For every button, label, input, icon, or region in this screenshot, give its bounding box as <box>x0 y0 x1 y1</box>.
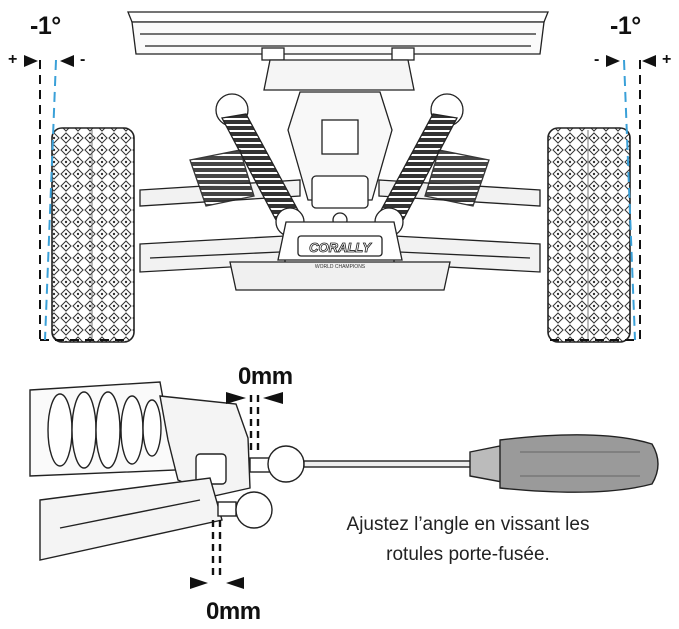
left-camber-minus: - <box>80 51 86 68</box>
top-gap-value: 0mm <box>238 363 293 390</box>
hub-closeup <box>29 381 659 561</box>
closeup-shock <box>29 381 177 477</box>
wing-mount <box>263 59 415 91</box>
rear-wing <box>127 11 549 61</box>
left-camber-guide <box>24 55 130 341</box>
screwdriver-handle <box>499 434 659 493</box>
left-camber-plus: + <box>8 51 18 68</box>
center-bulkhead <box>287 91 393 228</box>
top-gap-arrow-left-icon <box>263 392 283 404</box>
lower-arm <box>39 477 223 561</box>
buggy-front-view <box>127 11 549 291</box>
instruction-caption: Ajustez l’angle en vissant les rotules p… <box>318 510 618 570</box>
chassis <box>229 261 451 291</box>
lower-pivot-ball <box>235 491 273 529</box>
right-camber-plus: + <box>662 51 672 68</box>
lower-ball-stud <box>217 501 237 517</box>
left-shock <box>189 93 305 237</box>
hub-carrier <box>159 395 251 497</box>
upper-ball-stud <box>249 457 271 473</box>
right-camber-value: -1° <box>610 12 641 40</box>
right-camber-minus: - <box>594 51 600 68</box>
right-shock <box>374 93 490 237</box>
top-gap-arrow-right-icon <box>226 392 246 404</box>
right-camber-guide <box>550 55 656 341</box>
right-arrow-minus-icon <box>606 55 620 67</box>
brand-logo: CORALLY <box>309 240 372 255</box>
front-bumper <box>277 221 403 261</box>
bottom-gap-guide <box>190 520 244 589</box>
top-gap-guide <box>226 392 283 455</box>
right-arrow-plus-icon <box>642 55 656 67</box>
bottom-gap-value: 0mm <box>206 598 261 625</box>
upper-pivot-ball <box>267 445 305 483</box>
bottom-gap-arrow-left-icon <box>226 577 244 589</box>
left-camber-value: -1° <box>30 12 61 40</box>
screwdriver-collar <box>469 445 503 483</box>
caption-line-1: Ajustez l’angle en vissant les <box>346 514 590 535</box>
left-tire <box>51 127 135 343</box>
left-arrow-minus-icon <box>60 55 74 67</box>
brand-tagline: WORLD CHAMPIONS <box>315 264 366 270</box>
bottom-gap-arrow-right-icon <box>190 577 208 589</box>
left-arrow-plus-icon <box>24 55 38 67</box>
screwdriver-shaft <box>303 460 475 468</box>
caption-line-2: rotules porte-fusée. <box>386 544 550 565</box>
right-tire <box>547 127 631 343</box>
